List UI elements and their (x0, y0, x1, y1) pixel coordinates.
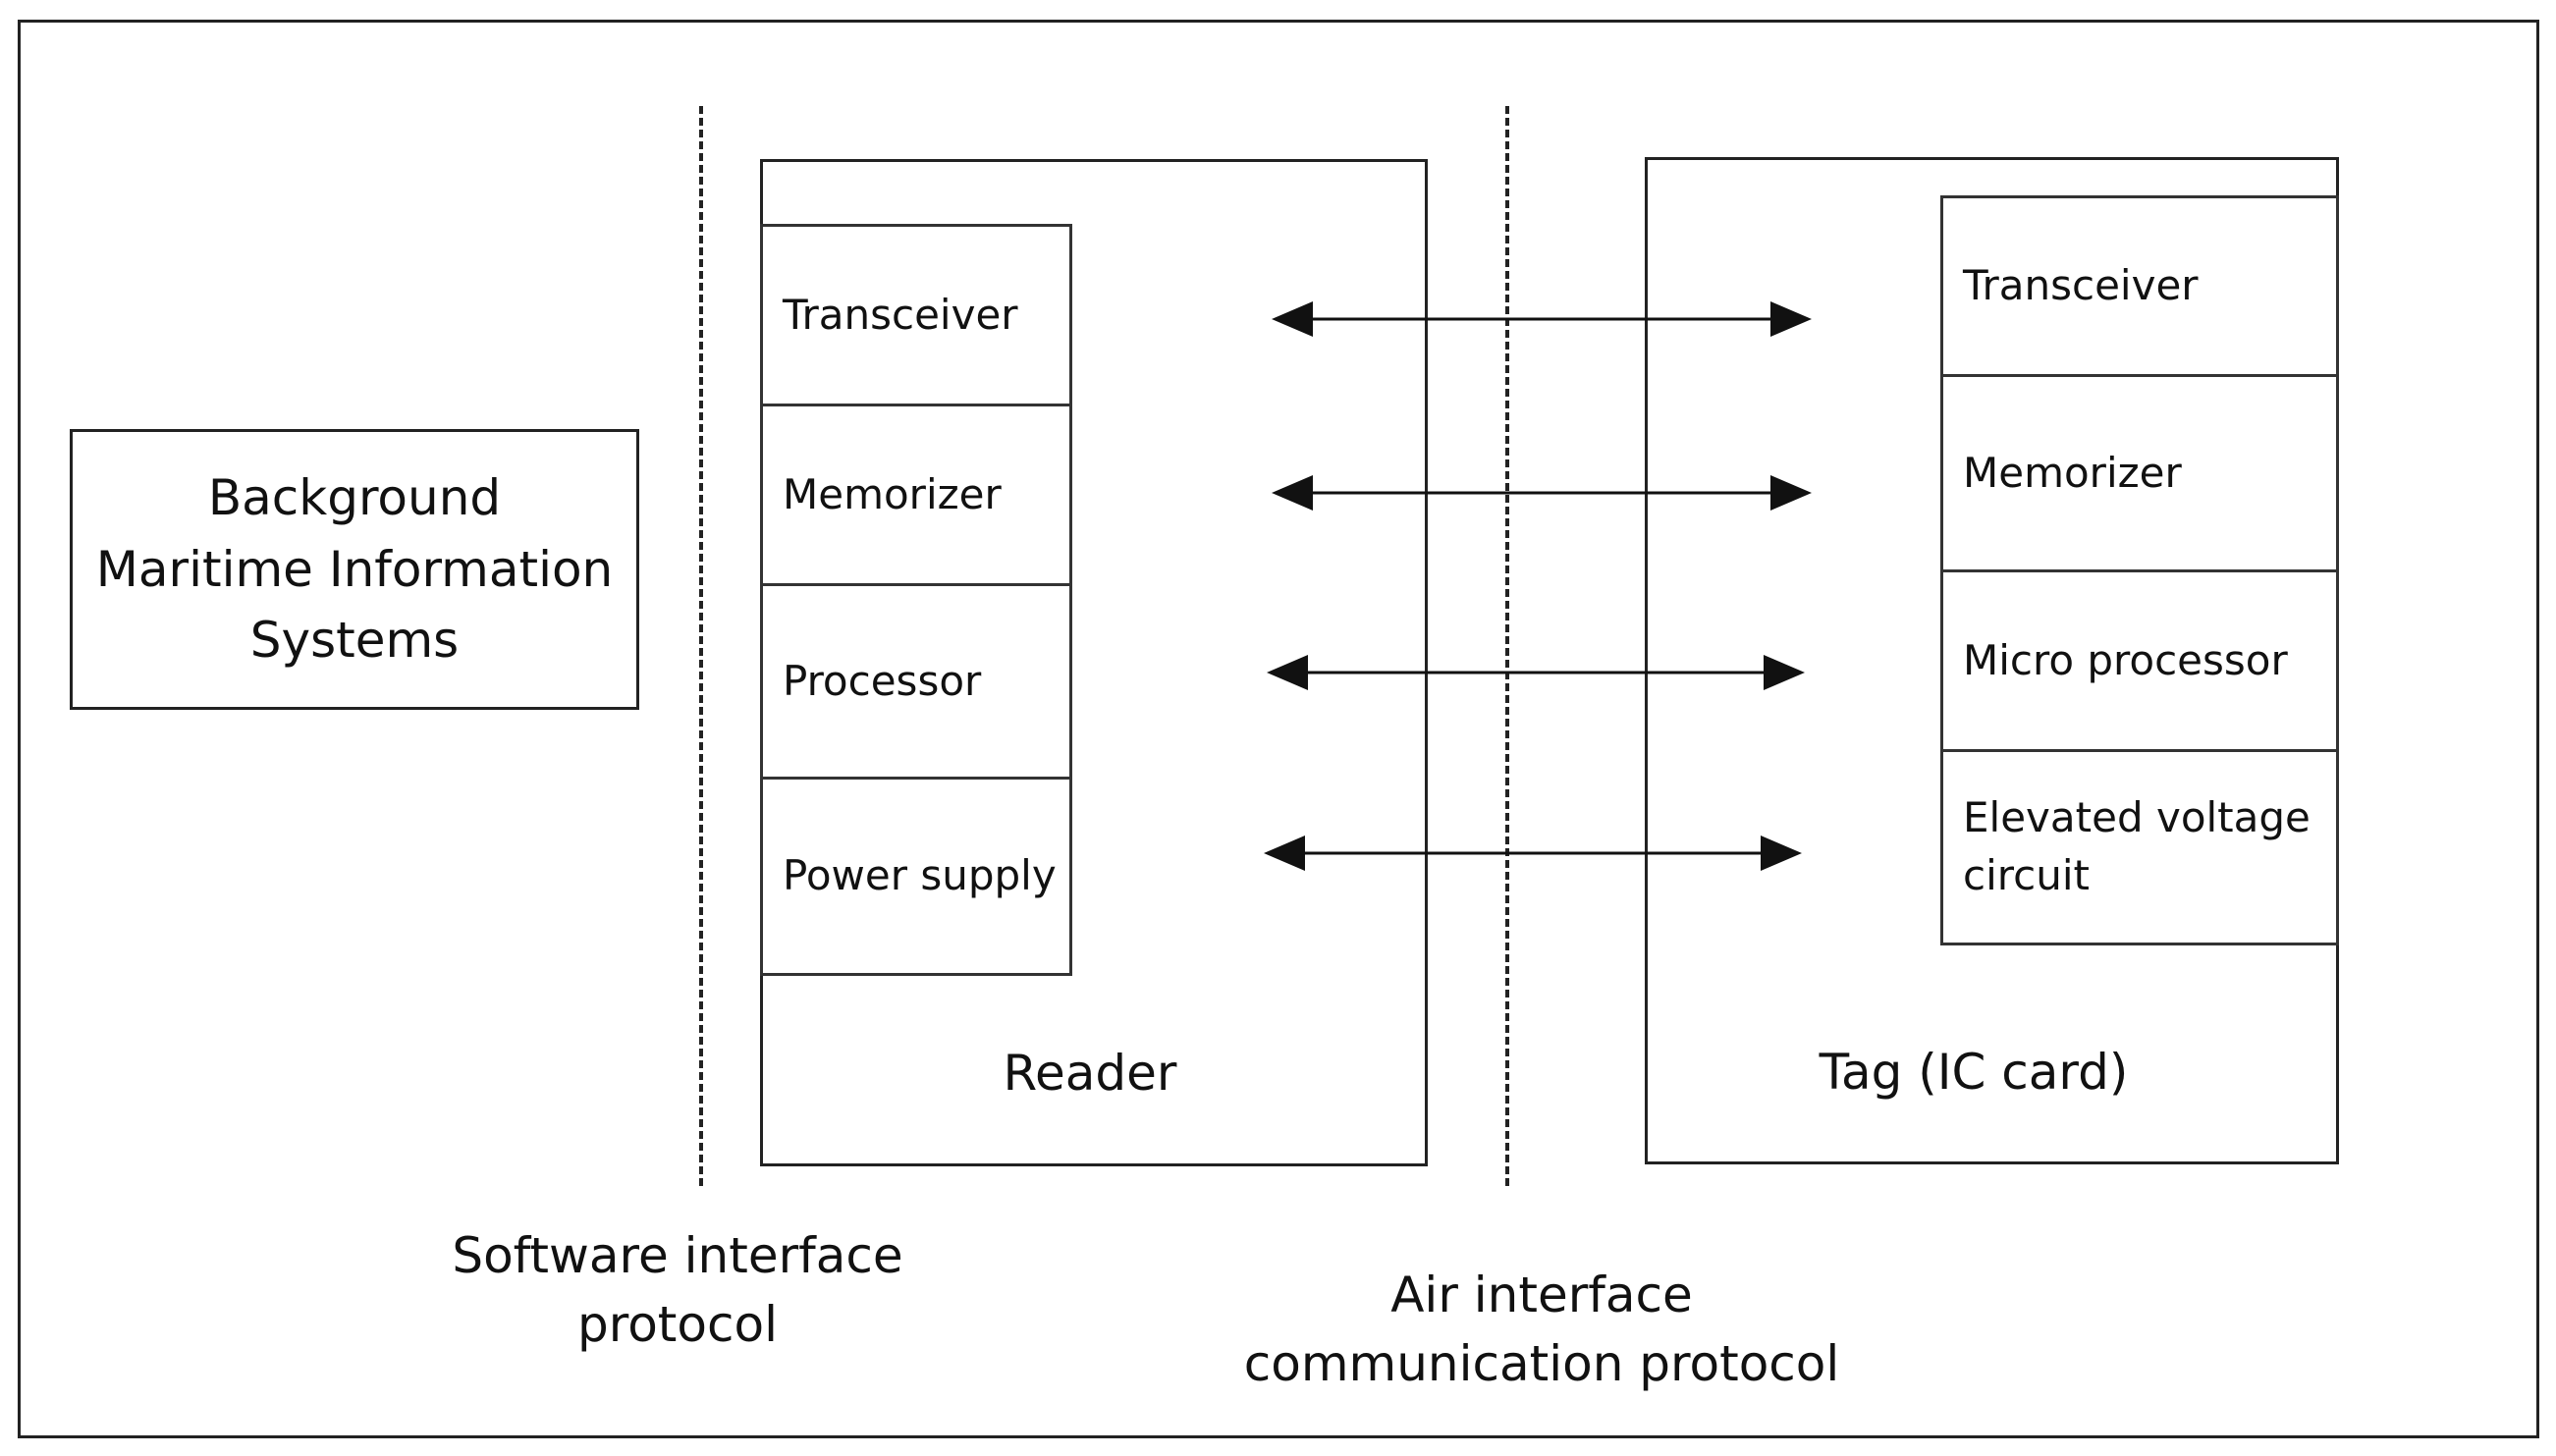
bms-line-3: Systems (249, 612, 460, 670)
software-interface-protocol-label: Software interface protocol (422, 1221, 933, 1359)
link-arrowhead-left-2 (1272, 475, 1313, 511)
link-arrowhead-left-4 (1264, 836, 1305, 871)
tag-memorizer: Memorizer (1940, 374, 2339, 572)
tag-micro-processor: Micro processor (1940, 569, 2339, 752)
reader-transceiver: Transceiver (760, 224, 1072, 406)
software-protocol-line-1: Software interface (452, 1227, 903, 1284)
air-protocol-line-2: communication protocol (1243, 1335, 1840, 1392)
bms-line-1: Background (207, 469, 502, 527)
reader-label: Reader (1003, 1045, 1177, 1102)
software-protocol-line-2: protocol (577, 1296, 778, 1353)
air-protocol-line-1: Air interface (1390, 1267, 1693, 1323)
tag-label: Tag (IC card) (1819, 1044, 2129, 1101)
air-interface-boundary (1505, 106, 1509, 1186)
link-arrowhead-right-2 (1770, 475, 1812, 511)
bms-line-2: Maritime Information (95, 540, 614, 598)
diagram-frame (18, 20, 2539, 1438)
link-arrowhead-left-1 (1272, 301, 1313, 337)
arrow-layer (1264, 301, 1812, 871)
reader-power-supply: Power supply (760, 777, 1072, 976)
link-arrowhead-right-3 (1764, 655, 1805, 690)
background-maritime-information-systems: Background Maritime Information Systems (70, 429, 639, 710)
tag-transceiver: Transceiver (1940, 195, 2339, 377)
tag-elevated-voltage-circuit: Elevated voltage circuit (1940, 749, 2339, 945)
air-interface-protocol-label: Air interface communication protocol (1218, 1261, 1866, 1398)
link-arrowhead-left-3 (1267, 655, 1308, 690)
reader-processor: Processor (760, 583, 1072, 780)
software-interface-boundary (699, 106, 703, 1186)
link-arrowhead-right-4 (1761, 836, 1802, 871)
reader-memorizer: Memorizer (760, 404, 1072, 586)
link-arrowhead-right-1 (1770, 301, 1812, 337)
